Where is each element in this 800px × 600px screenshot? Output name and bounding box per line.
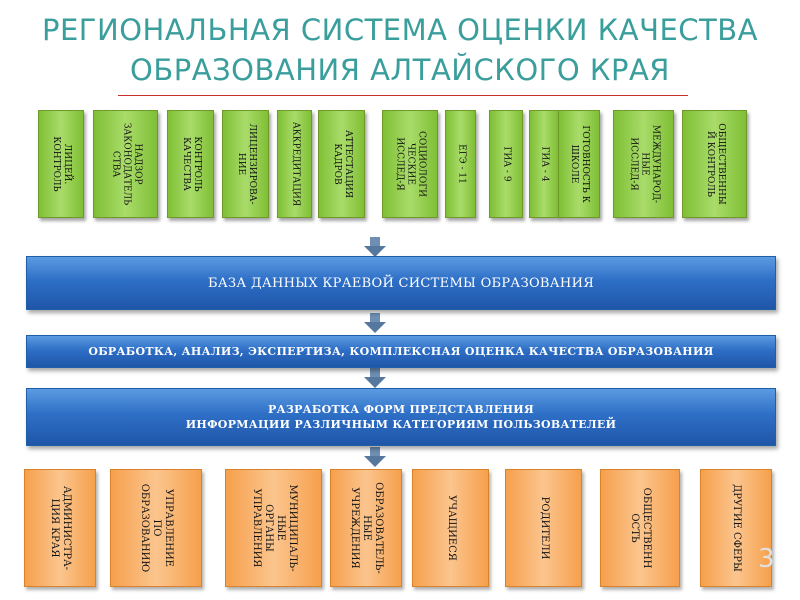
source-label: НАДЗОР ЗАКОНОДАТЕЛЬ СТВА xyxy=(110,122,142,206)
source-label: ГИА - 9 xyxy=(501,146,512,182)
database-bar: БАЗА ДАННЫХ КРАЕВОЙ СИСТЕМЫ ОБРАЗОВАНИЯ xyxy=(26,256,776,310)
consumer-box: ДРУГИЕ СФЕРЫ xyxy=(700,469,772,587)
consumer-box: АДМИНИСТРА- ЦИЯ КРАЯ xyxy=(24,469,96,587)
consumer-label: ОБРАЗОВАТЕЛЬ- НЫЕ УЧРЕЖДЕНИЯ xyxy=(349,482,384,574)
title-underline xyxy=(118,95,688,96)
consumer-box: ОБЩЕСТВЕНН ОСТЬ xyxy=(600,469,680,587)
source-box: КОНТРОЛЬ КАЧЕСТВА xyxy=(167,110,214,218)
source-label: АККРЕДИТАЦИЯ xyxy=(290,121,300,207)
source-box: АТТЕСТАЦИЯ КАДРОВ xyxy=(318,110,365,218)
consumer-label: ДРУГИЕ СФЕРЫ xyxy=(731,484,742,572)
source-box: МЕЖДУНАРОД- НЫЕ ИССЛЕД-Я xyxy=(613,110,674,218)
source-box: СОЦИОЛОГИ ЧЕСКИЕ ИССЛЕД-Я xyxy=(382,110,438,218)
page-title: РЕГИОНАЛЬНАЯ СИСТЕМА ОЦЕНКИ КАЧЕСТВА ОБР… xyxy=(0,10,800,90)
page-title-text: РЕГИОНАЛЬНАЯ СИСТЕМА ОЦЕНКИ КАЧЕСТВА ОБР… xyxy=(42,13,758,87)
processing-bar-label: ОБРАБОТКА, АНАЛИЗ, ЭКСПЕРТИЗА, КОМПЛЕКСН… xyxy=(88,345,714,358)
consumer-label: РОДИТЕЛИ xyxy=(538,496,550,560)
source-label: ЛИЦЕНЗИРОВА- НИЕ xyxy=(235,123,257,205)
source-box: АККРЕДИТАЦИЯ xyxy=(277,110,312,218)
database-bar-label: БАЗА ДАННЫХ КРАЕВОЙ СИСТЕМЫ ОБРАЗОВАНИЯ xyxy=(207,275,595,291)
consumer-box: МУНИЦИПАЛЬ- НЫЕ ОРГАНЫ УПРАВЛЕНИЯ xyxy=(225,469,322,587)
source-label: МЕЖДУНАРОД- НЫЕ ИССЛЕД-Я xyxy=(628,124,660,204)
source-box: ОБЩЕСТВЕННЫ Й КОНТРОЛЬ xyxy=(682,110,747,218)
source-box: ГИА - 9 xyxy=(489,110,523,218)
source-box: ГИА - 4 xyxy=(529,110,559,218)
processing-bar: ОБРАБОТКА, АНАЛИЗ, ЭКСПЕРТИЗА, КОМПЛЕКСН… xyxy=(26,335,776,368)
consumer-label: ОБЩЕСТВЕНН ОСТЬ xyxy=(629,487,652,569)
source-label: АТТЕСТАЦИЯ КАДРОВ xyxy=(331,129,353,199)
source-label: ЛИЦЕЙ. КОНТРОЛЬ xyxy=(51,136,72,192)
consumer-label: МУНИЦИПАЛЬ- НЫЕ ОРГАНЫ УПРАВЛЕНИЯ xyxy=(250,484,298,572)
consumer-box: УПРАВЛЕНИЕ ПО ОБРАЗОВАНИЮ xyxy=(110,469,202,587)
source-label: ГОТОВНОСТЬ К ШКОЛЕ xyxy=(569,125,590,203)
consumer-label: УЧАЩИЕСЯ xyxy=(445,495,457,561)
source-box: ЛИЦЕЙ. КОНТРОЛЬ xyxy=(38,110,84,218)
source-label: ОБЩЕСТВЕННЫ Й КОНТРОЛЬ xyxy=(704,123,726,205)
source-box: ГОТОВНОСТЬ К ШКОЛЕ xyxy=(558,110,600,218)
source-label: ЕГЭ - 11 xyxy=(456,144,466,184)
consumer-box: ОБРАЗОВАТЕЛЬ- НЫЕ УЧРЕЖДЕНИЯ xyxy=(330,469,402,587)
consumer-box: УЧАЩИЕСЯ xyxy=(412,469,489,587)
consumer-label: АДМИНИСТРА- ЦИЯ КРАЯ xyxy=(49,485,72,571)
source-label: КОНТРОЛЬ КАЧЕСТВА xyxy=(180,136,202,192)
consumer-label: УПРАВЛЕНИЕ ПО ОБРАЗОВАНИЮ xyxy=(139,483,174,573)
source-box: НАДЗОР ЗАКОНОДАТЕЛЬ СТВА xyxy=(93,110,158,218)
source-box: ЛИЦЕНЗИРОВА- НИЕ xyxy=(222,110,269,218)
consumer-box: РОДИТЕЛИ xyxy=(505,469,582,587)
source-label: ГИА - 4 xyxy=(539,146,550,182)
source-box: ЕГЭ - 11 xyxy=(445,110,476,218)
forms-bar: РАЗРАБОТКА ФОРМ ПРЕДСТАВЛЕНИЯ ИНФОРМАЦИИ… xyxy=(26,388,776,446)
page-number: 3 xyxy=(758,544,775,574)
forms-bar-label: РАЗРАБОТКА ФОРМ ПРЕДСТАВЛЕНИЯ ИНФОРМАЦИИ… xyxy=(185,403,617,431)
source-label: СОЦИОЛОГИ ЧЕСКИЕ ИССЛЕД-Я xyxy=(394,130,427,198)
